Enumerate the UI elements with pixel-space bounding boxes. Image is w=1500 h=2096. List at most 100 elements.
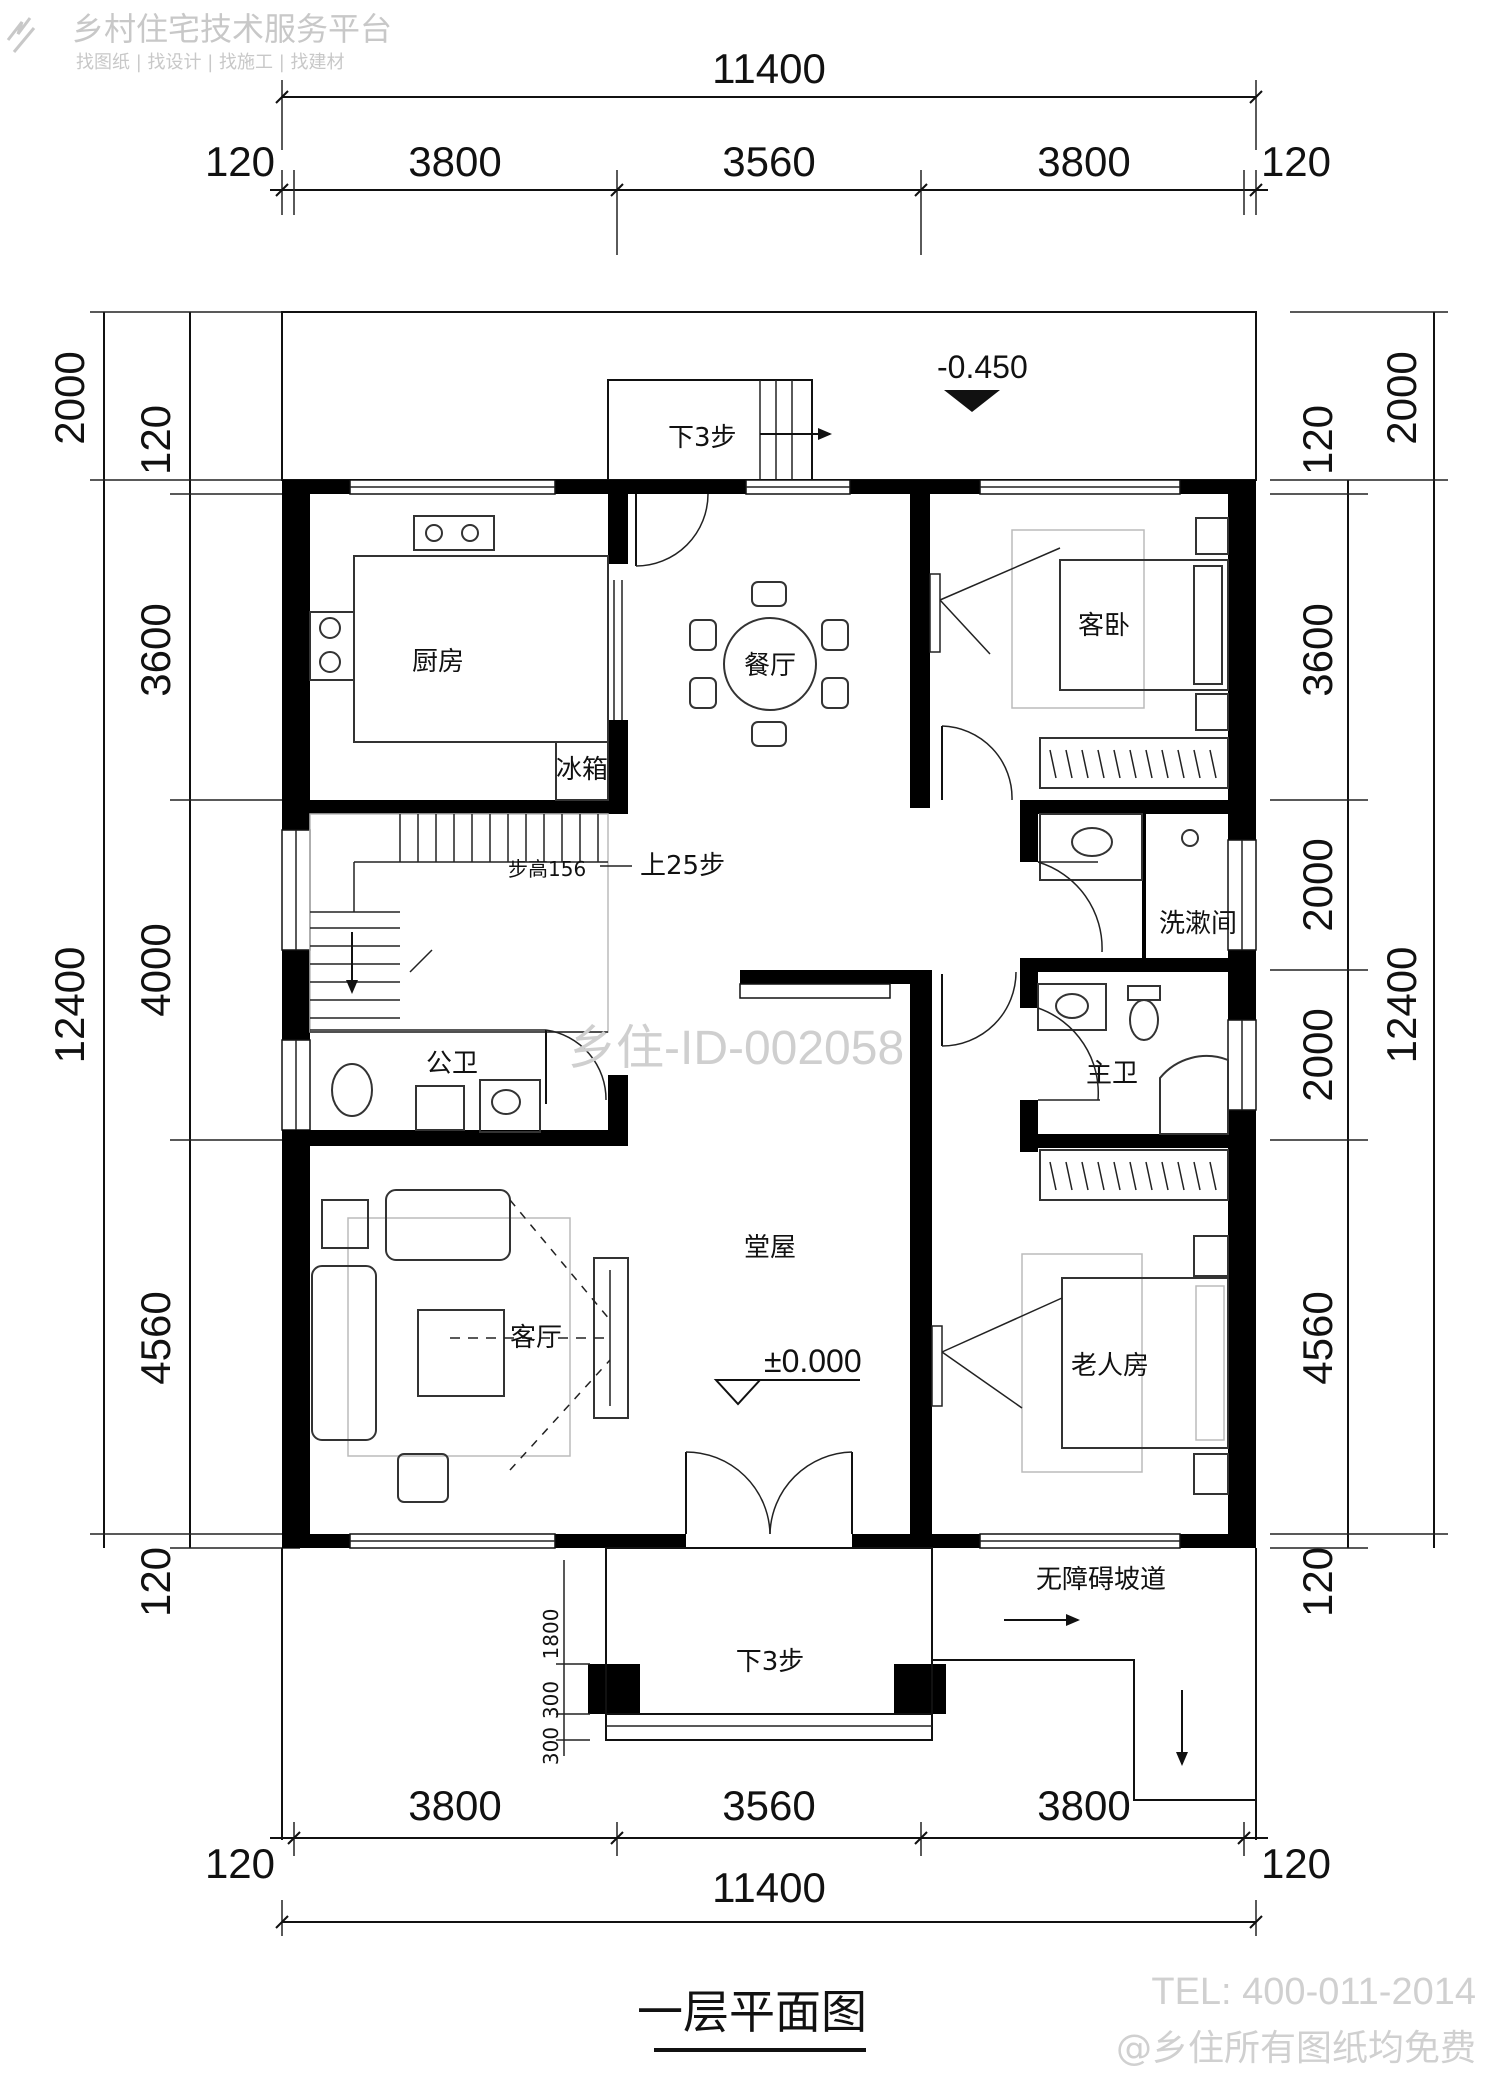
room-dining: 餐厅: [744, 651, 796, 681]
washroom: 洗漱间: [1037, 813, 1237, 953]
right-dimensions: 2000 120 3600 2000 2000 12400 4560 120: [1270, 311, 1448, 1617]
dim-left-4: 12400: [46, 947, 93, 1064]
elder-bed-icon: [1061, 1277, 1229, 1449]
drawing-title: 一层平面图: [637, 1985, 867, 2039]
walls: [281, 479, 1257, 1714]
brand-logo: 乡村住宅技术服务平台 找图纸 | 找设计 | 找施工 | 找建材: [6, 10, 392, 73]
dim-right-1: 120: [1294, 405, 1341, 475]
arrow-icon: [818, 428, 832, 440]
brand-name: 乡村住宅技术服务平台: [72, 10, 392, 48]
dim-top-seg-2: 3560: [722, 138, 815, 185]
dim-porch-1: 300: [539, 1681, 563, 1719]
brand-logo-icon: [6, 17, 36, 53]
dim-right-7: 120: [1294, 1547, 1341, 1617]
porch-column-left: [588, 1664, 640, 1714]
label-step-height: 步高156: [508, 857, 586, 881]
porch-column-right: [894, 1664, 946, 1714]
stair-arrow-icon: [346, 980, 358, 994]
dim-bottom-total: 11400: [712, 1864, 826, 1911]
sofa-side-icon: [311, 1265, 377, 1441]
bed-icon: [1059, 559, 1229, 691]
dim-porch-0: 1800: [539, 1609, 563, 1660]
hall: 堂屋 ±0.000: [685, 1233, 862, 1535]
dining-table-icon: [723, 617, 817, 711]
room-elder: 老人房: [1071, 1351, 1149, 1381]
dim-left-0: 2000: [46, 351, 93, 444]
left-dimensions: 2000 120 3600 4000 12400 4560 120: [46, 311, 330, 1617]
dim-right-2: 3600: [1294, 603, 1341, 696]
fridge-icon: [555, 741, 609, 801]
room-living: 客厅: [510, 1323, 562, 1353]
public-toilet: 公卫: [310, 1029, 607, 1133]
label-stairs-up: 上25步: [640, 851, 725, 881]
room-guest-bedroom: 客卧: [1078, 611, 1130, 641]
toilet-icon: [1127, 985, 1161, 1001]
ramp-arrow-down-icon: [1176, 1752, 1188, 1766]
dim-bottom-seg-0: 3800: [408, 1782, 501, 1829]
dim-bottom-seg-2: 3800: [1037, 1782, 1130, 1829]
elevation-marker-indoor-icon: [713, 1379, 763, 1406]
room-fridge: 冰箱: [556, 755, 608, 785]
dining-area: 餐厅: [689, 581, 849, 747]
kitchen: 厨房 冰箱: [309, 515, 623, 801]
bath-sink-icon: [1037, 983, 1107, 1031]
dim-bottom-edge-left: 120: [205, 1840, 275, 1887]
room-washroom: 洗漱间: [1159, 909, 1237, 939]
dim-right-5: 12400: [1378, 947, 1425, 1064]
elevation-marker-icon: [944, 390, 1000, 412]
room-hall: 堂屋: [744, 1233, 796, 1263]
dim-right-6: 4560: [1294, 1291, 1341, 1384]
elev-indoor: ±0.000: [764, 1343, 862, 1379]
public-sink-icon: [479, 1079, 541, 1133]
squat-toilet-icon: [331, 1063, 373, 1117]
room-kitchen: 厨房: [412, 647, 464, 677]
label-steps-down-top: 下3步: [668, 423, 737, 453]
elder-room: 老人房: [931, 1149, 1229, 1495]
shower-icon: [1159, 1055, 1229, 1135]
bottom-dimensions: 3800 3560 3800 120 120 11400: [205, 1782, 1331, 1936]
accessible-ramp: [931, 1548, 1256, 1801]
corridor-door: [941, 971, 1017, 1047]
site-outline: 下3步 -0.450: [281, 311, 1257, 1840]
washbasin-icon: [1039, 813, 1143, 881]
footer-note: @乡住所有图纸均免费: [1116, 2028, 1476, 2069]
top-dimensions: 11400 120 3800 3560 3800 120: [205, 45, 1331, 255]
dim-top-seg-3: 3800: [1037, 138, 1130, 185]
footer-tel: TEL: 400-011-2014: [1151, 1971, 1476, 2013]
room-public-toilet: 公卫: [426, 1049, 478, 1079]
elder-wardrobe-icon: [1039, 1149, 1229, 1201]
dim-left-5: 4560: [132, 1291, 179, 1384]
staircase: 上25步 步高156: [309, 813, 725, 1033]
dim-left-6: 120: [132, 1547, 179, 1617]
label-ramp: 无障碍坡道: [1036, 1565, 1166, 1595]
elev-outdoor: -0.450: [937, 349, 1028, 385]
wardrobe-icon: [1039, 737, 1229, 789]
front-porch: 下3步 1800 300 300 无障碍坡道: [539, 1547, 1256, 1801]
dim-top-seg-0: 120: [205, 138, 275, 185]
dim-porch-2: 300: [539, 1727, 563, 1765]
dim-left-1: 120: [132, 405, 179, 475]
master-bath: 主卫: [1037, 983, 1229, 1135]
guest-bedroom: 客卧: [929, 517, 1229, 801]
dim-left-2: 3600: [132, 603, 179, 696]
dining-door: [635, 493, 709, 567]
dim-right-0: 2000: [1378, 351, 1425, 444]
brand-tagline: 找图纸 | 找设计 | 找施工 | 找建材: [76, 52, 345, 73]
watermark-id: 乡住-ID-002058: [568, 1022, 904, 1075]
room-master-bath: 主卫: [1086, 1059, 1138, 1089]
dim-right-3: 2000: [1294, 838, 1341, 931]
living-room: 客厅: [311, 1189, 629, 1503]
coffee-table-icon: [417, 1309, 505, 1397]
dim-left-3: 4000: [132, 923, 179, 1016]
dim-top-seg-4: 120: [1261, 138, 1331, 185]
stove-icon: [309, 611, 355, 681]
dim-bottom-edge-right: 120: [1261, 1840, 1331, 1887]
ramp-arrow-icon: [1066, 1614, 1080, 1626]
dim-top-seg-1: 3800: [408, 138, 501, 185]
label-steps-down-bottom: 下3步: [736, 1647, 805, 1677]
dim-right-4: 2000: [1294, 1008, 1341, 1101]
kitchen-sink-icon: [413, 515, 495, 551]
dim-top-total: 11400: [712, 45, 826, 92]
dim-bottom-seg-1: 3560: [722, 1782, 815, 1829]
